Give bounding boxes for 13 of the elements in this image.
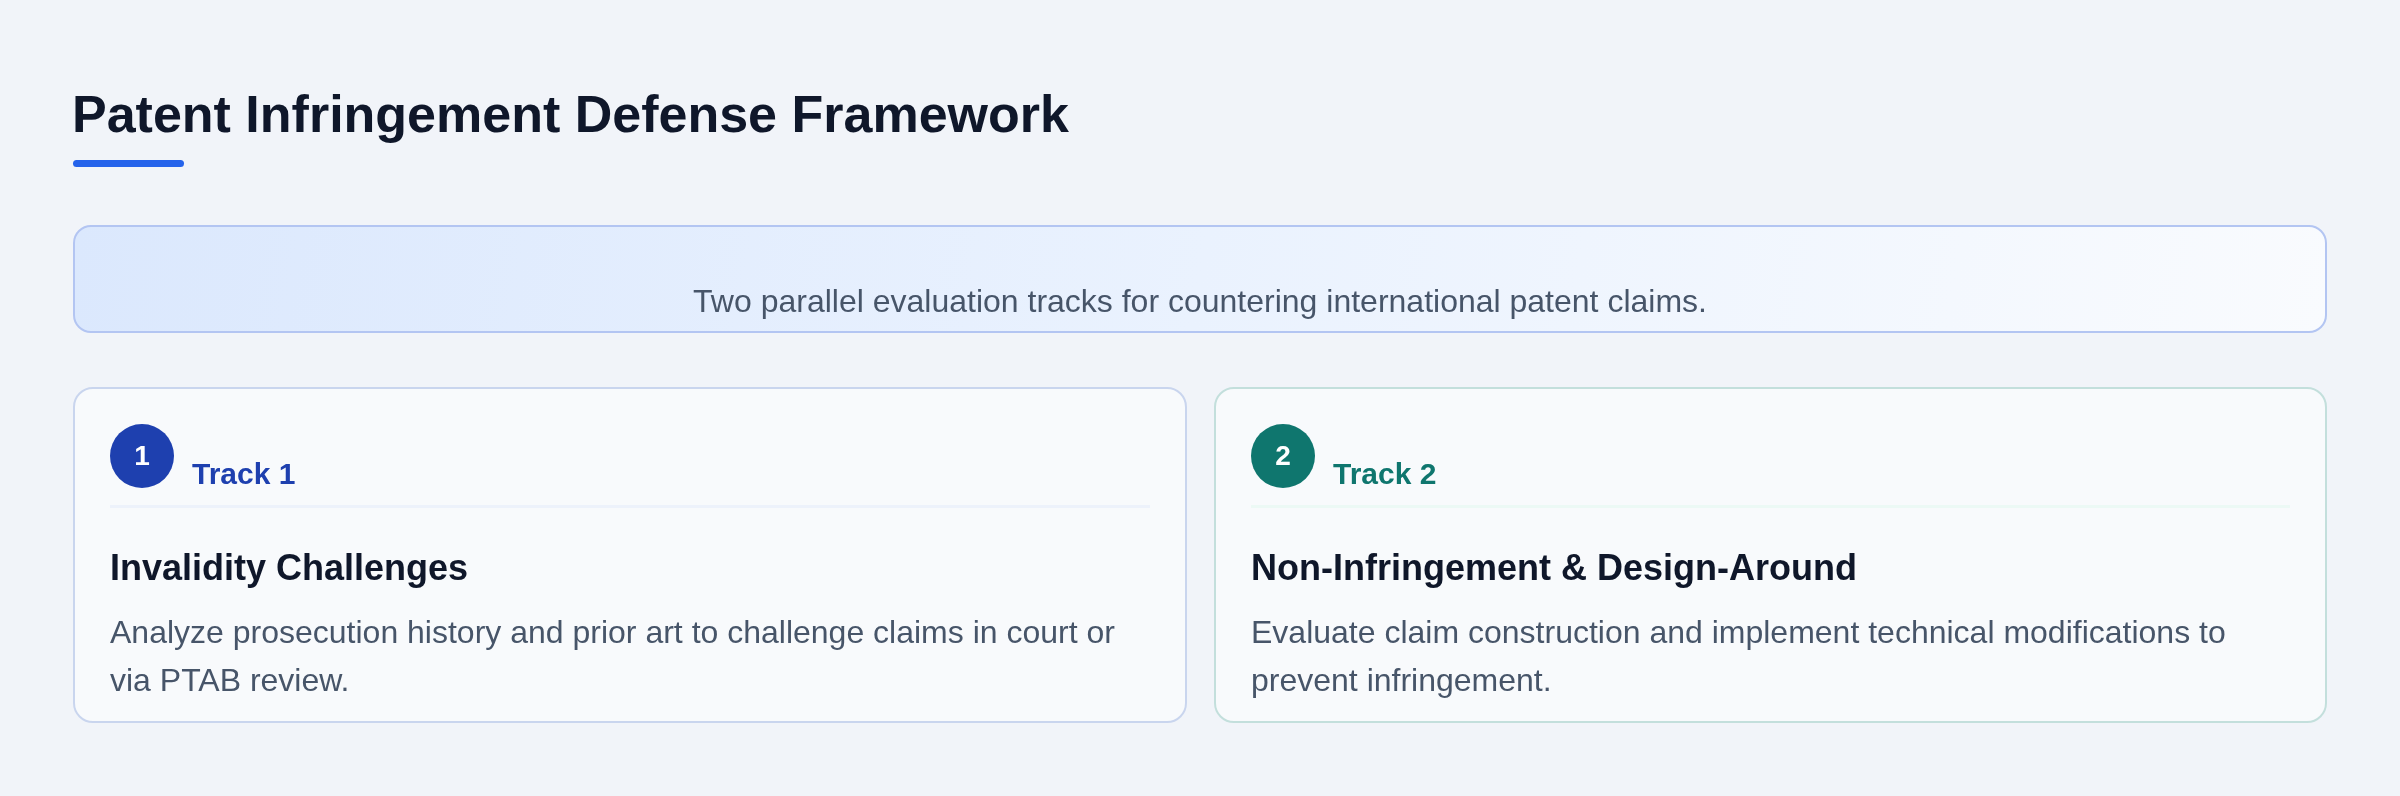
track-card	[1214, 387, 2327, 723]
card-heading: Non-Infringement & Design-Around	[1251, 546, 1857, 589]
card-description: Evaluate claim construction and implement technical modifications to prevent infringement.	[1251, 613, 2227, 700]
card-description: Analyze prosecution history and prior art to challenge claims in court or via PTAB review.	[110, 613, 1116, 700]
track-label: Track 2	[1333, 456, 1437, 492]
number-badge: 2	[1251, 424, 1315, 488]
track-card	[73, 387, 1187, 723]
summary-banner	[73, 225, 2327, 333]
page-title: Patent Infringement Defense Framework	[72, 84, 1069, 145]
number-badge: 1	[110, 424, 174, 488]
track-label: Track 1	[192, 456, 296, 492]
summary-text: Two parallel evaluation tracks for countering international patent claims.	[693, 283, 1707, 319]
card-heading: Invalidity Challenges	[110, 546, 469, 589]
